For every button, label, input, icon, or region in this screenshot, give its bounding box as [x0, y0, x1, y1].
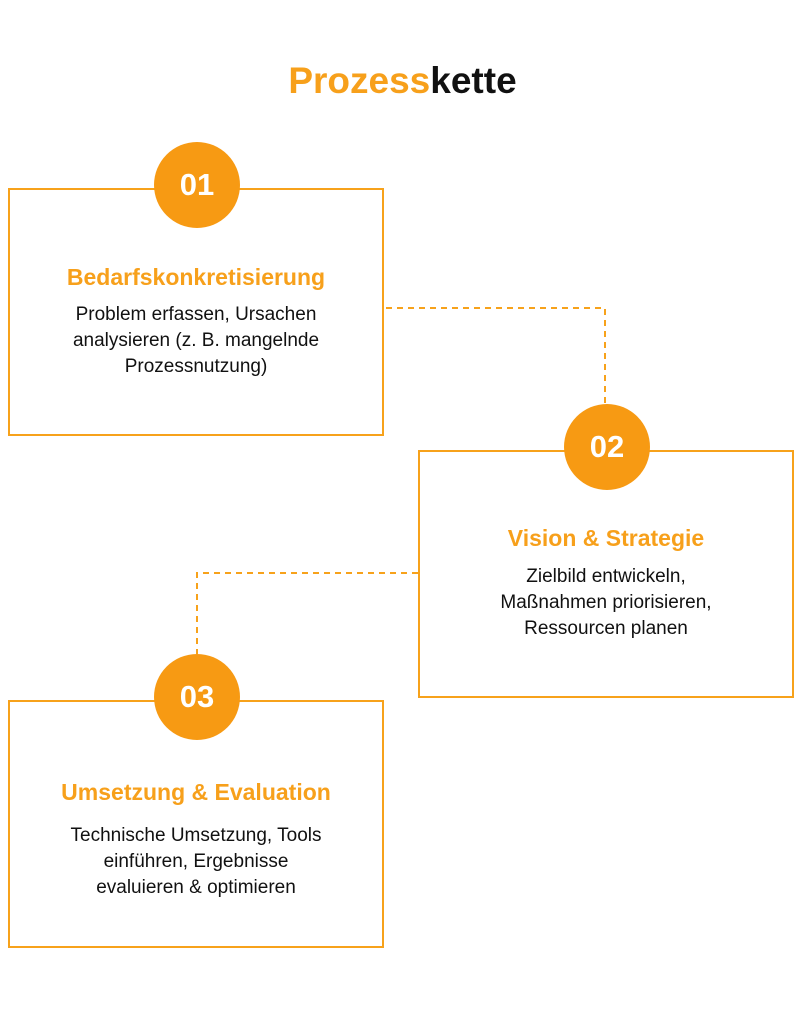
- step-number-badge: 03: [154, 654, 240, 740]
- step-description: Zielbild entwickeln, Maßnahmen priorisie…: [500, 566, 712, 639]
- step-description: Technische Umsetzung, Tools einführen, E…: [70, 825, 322, 898]
- connector-1-2: [386, 307, 606, 404]
- step-number-badge: 01: [154, 142, 240, 228]
- step-heading: Vision & Strategie: [507, 525, 705, 551]
- step-card-1: Bedarfskonkretisierung Problem erfassen,…: [8, 188, 384, 436]
- step-card-3: Umsetzung & Evaluation Technische Umsetz…: [8, 700, 384, 948]
- step-number-badge: 02: [564, 404, 650, 490]
- page-title: Prozesskette: [288, 60, 517, 101]
- step-description: Problem erfassen, Ursachen analysieren (…: [72, 304, 320, 377]
- step-heading: Umsetzung & Evaluation: [61, 779, 331, 805]
- connector-2-3: [196, 572, 418, 654]
- step-heading: Bedarfskonkretisierung: [66, 264, 326, 290]
- step-card-2: Vision & Strategie Zielbild entwickeln, …: [418, 450, 794, 698]
